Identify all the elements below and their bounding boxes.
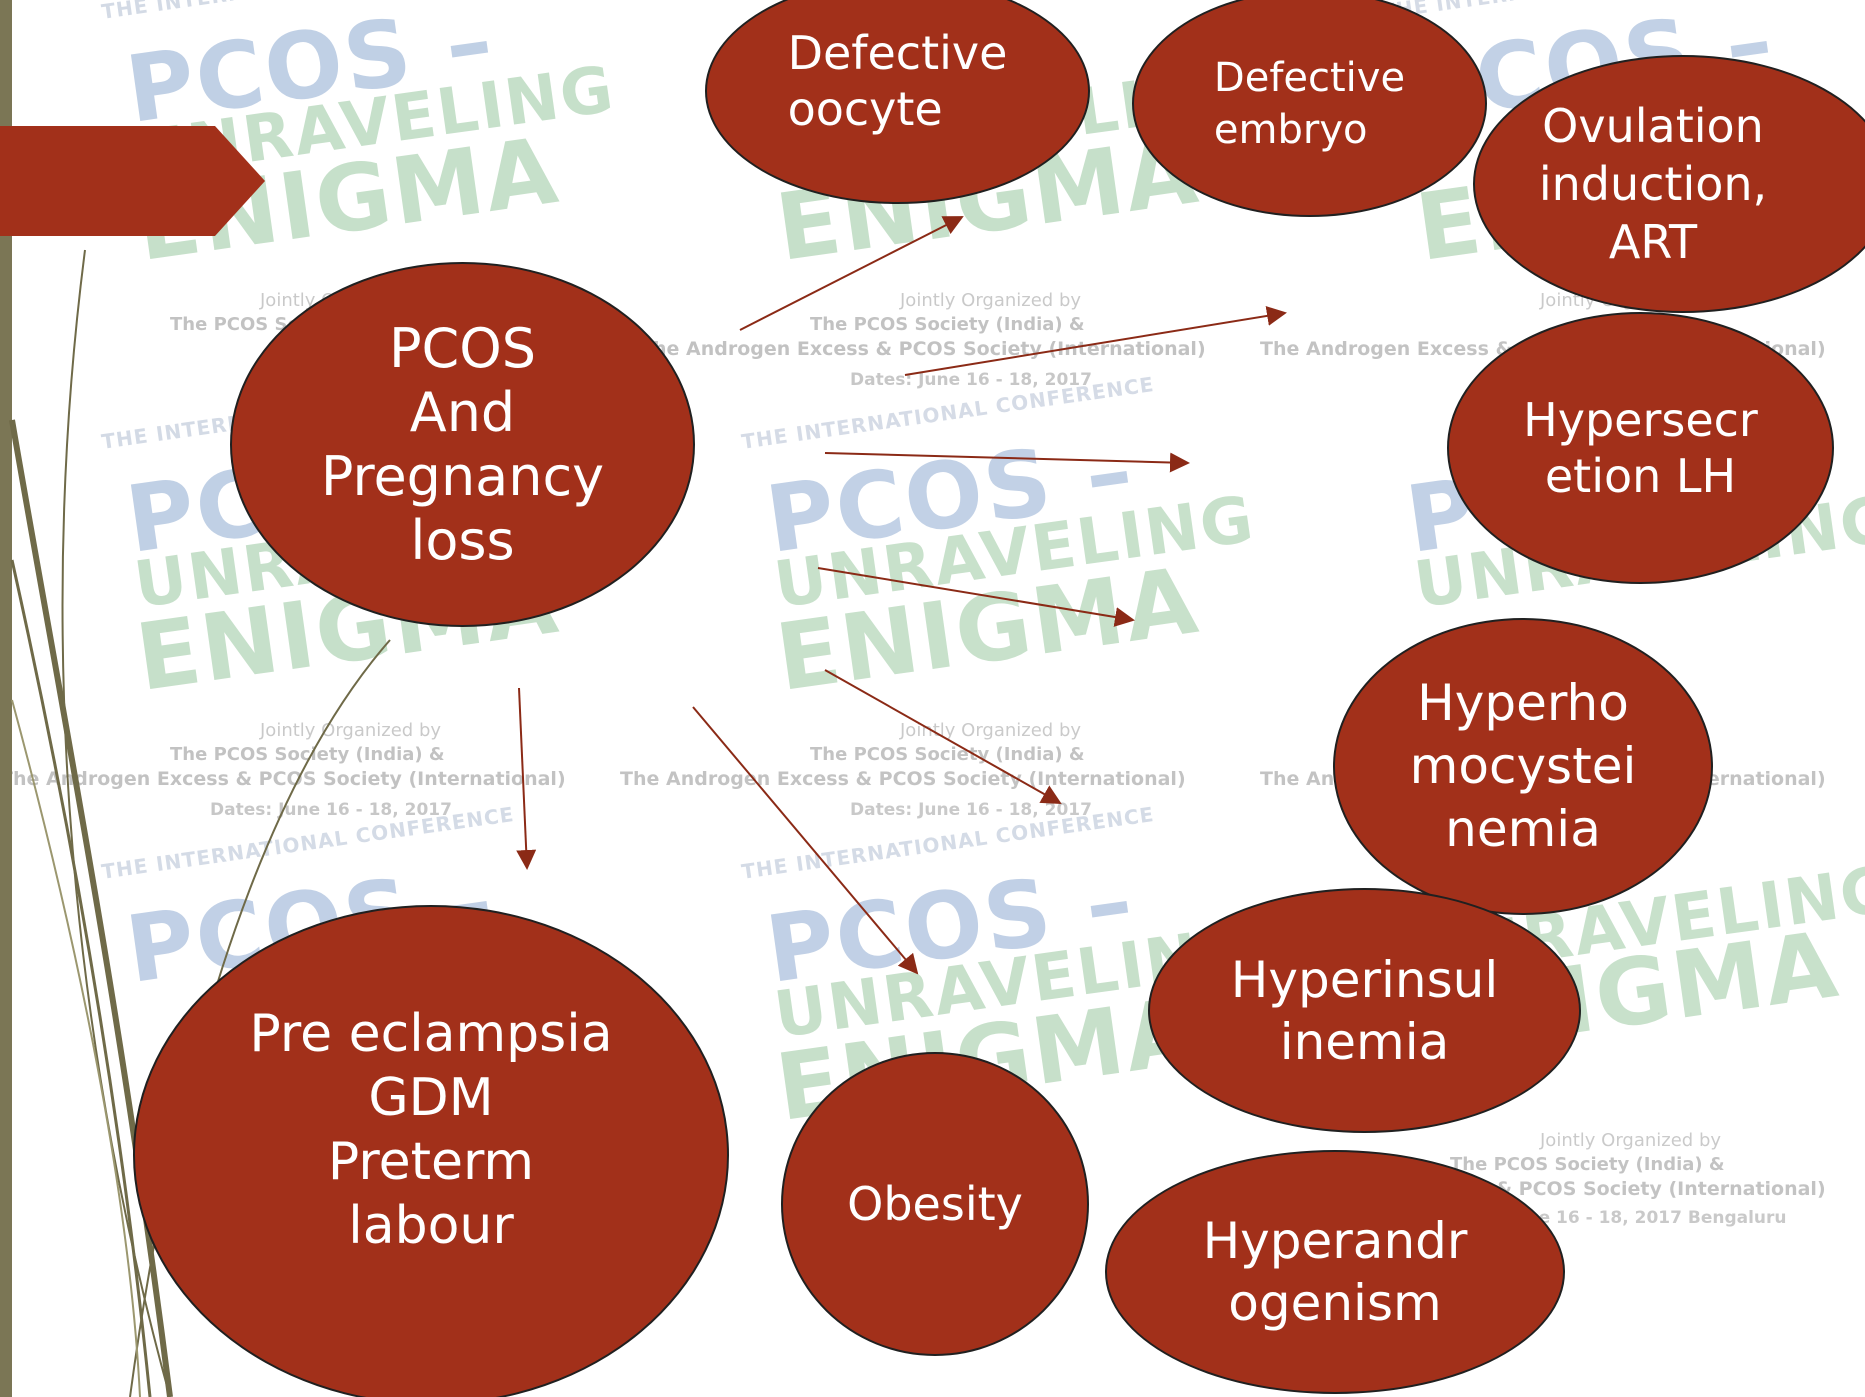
title-arrow-shape [0,126,265,236]
node-defective-oocyte: Defective oocyte [705,0,1090,204]
node-outcomes: Pre eclampsia GDM Preterm labour [133,905,729,1397]
arrow-to-ovulation-induction [824,452,1190,473]
node-label: Defective oocyte [787,26,1008,136]
node-defective-embryo: Defective embryo [1132,0,1487,217]
node-hyperhomocysteinemia: Hyperho mocystei nemia [1333,618,1713,915]
node-pcos-pregnancy-loss: PCOS And Pregnancy loss [230,262,695,627]
node-hyperinsulinemia: Hyperinsul inemia [1148,888,1581,1133]
node-label: Defective embryo [1213,54,1406,153]
arrow-to-defective-embryo [904,306,1287,376]
arrow-to-obesity [692,706,919,975]
arrow-to-hyperhomocysteinemia [824,669,1062,804]
node-label: PCOS And Pregnancy loss [320,316,605,572]
node-label: Hyperandr ogenism [1202,1212,1468,1332]
arrow-to-outcomes [516,687,537,870]
node-label: Ovulation induction, ART [1538,99,1768,269]
arrow-to-hypersecretion-lh [817,567,1135,627]
node-label: Hypersecr etion LH [1523,393,1758,503]
node-hyperandrogenism: Hyperandr ogenism [1105,1150,1565,1394]
node-obesity: Obesity [781,1052,1089,1356]
node-label: Obesity [847,1177,1023,1231]
node-hypersecretion-lh: Hypersecr etion LH [1447,312,1834,584]
node-ovulation-induction-art: Ovulation induction, ART [1473,55,1865,313]
node-label: Hyperinsul inemia [1230,950,1499,1071]
node-label: Pre eclampsia GDM Preterm labour [249,1004,613,1256]
left-accent-bar [0,0,12,1397]
arrow-to-defective-oocyte [739,216,964,331]
node-label: Hyperho mocystei nemia [1409,674,1637,858]
